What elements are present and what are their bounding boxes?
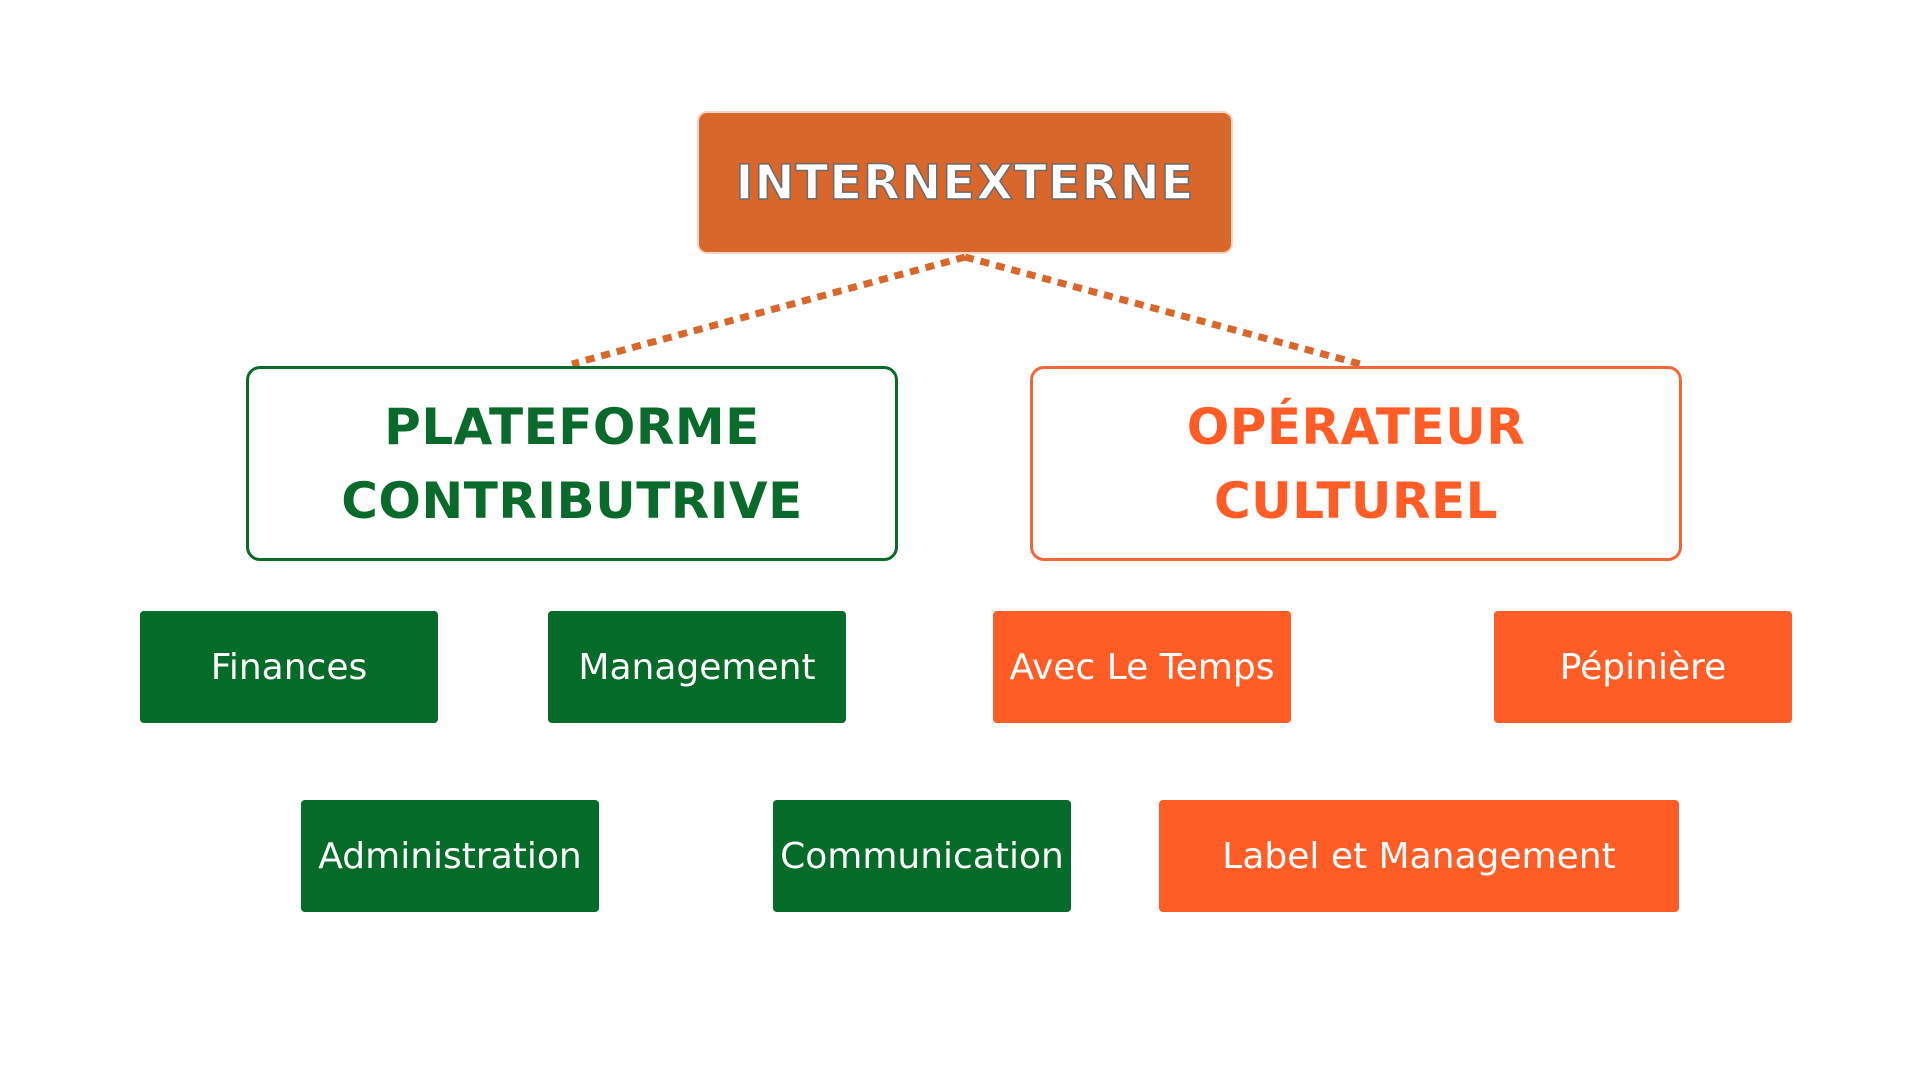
leaf-label: Communication <box>780 835 1064 877</box>
branch-operateur-culturel: OPÉRATEUR CULTUREL <box>1030 366 1682 561</box>
branch-title-line-1: PLATEFORME <box>384 397 760 456</box>
leaf-label-et-management: Label et Management <box>1159 800 1679 912</box>
connector-root-to-plateforme <box>571 253 966 368</box>
root-label: INTERNEXTERNE <box>735 154 1195 212</box>
branch-title-line-2: CONTRIBUTRIVE <box>341 471 803 530</box>
connector-root-to-operateur <box>964 253 1361 368</box>
leaf-avec-le-temps: Avec Le Temps <box>993 611 1291 723</box>
leaf-management: Management <box>548 611 846 723</box>
branch-title-line-2: CULTUREL <box>1213 471 1499 530</box>
leaf-label: Management <box>578 646 816 688</box>
leaf-label: Avec Le Temps <box>1009 646 1275 688</box>
branch-title-line-1: OPÉRATEUR <box>1186 397 1526 456</box>
leaf-communication: Communication <box>773 800 1071 912</box>
leaf-finances: Finances <box>140 611 438 723</box>
leaf-label: Pépinière <box>1559 646 1727 688</box>
leaf-label: Label et Management <box>1222 835 1616 877</box>
leaf-administration: Administration <box>301 800 599 912</box>
leaf-label: Finances <box>210 646 368 688</box>
root-node: INTERNEXTERNE <box>697 111 1233 254</box>
branch-plateforme-contributrive: PLATEFORME CONTRIBUTRIVE <box>246 366 898 561</box>
leaf-label: Administration <box>318 835 582 877</box>
leaf-pepiniere: Pépinière <box>1494 611 1792 723</box>
